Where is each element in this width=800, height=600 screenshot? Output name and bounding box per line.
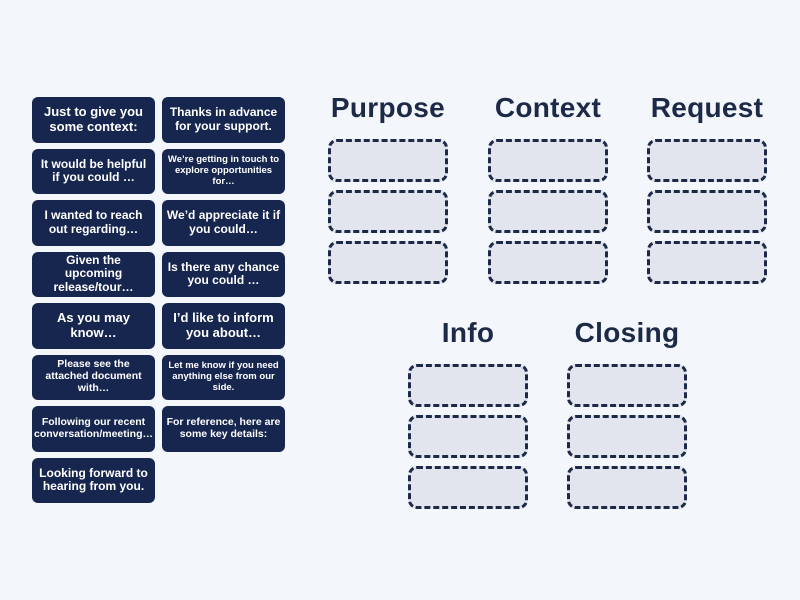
draggable-tile[interactable]: As you may know… (32, 303, 155, 349)
slot-stack (647, 139, 767, 284)
drop-slot[interactable] (647, 190, 767, 233)
group-context: Context (488, 90, 608, 284)
draggable-tile[interactable]: I wanted to reach out regarding… (32, 200, 155, 246)
draggable-tile[interactable]: Looking forward to hearing from you. (32, 457, 155, 503)
draggable-tile[interactable]: Please see the attached document with… (32, 354, 155, 400)
drop-slot[interactable] (328, 241, 448, 284)
draggable-tile[interactable]: Let me know if you need anything else fr… (162, 354, 285, 400)
draggable-tile[interactable]: We’d appreciate it if you could… (162, 200, 285, 246)
group-purpose: Purpose (328, 90, 448, 284)
group-closing: Closing (567, 315, 687, 509)
drop-slot[interactable] (488, 190, 608, 233)
draggable-tile[interactable]: We’re getting in touch to explore opport… (162, 148, 285, 194)
drop-slot[interactable] (488, 241, 608, 284)
draggable-tile[interactable]: For reference, here are some key details… (162, 406, 285, 452)
drop-slot[interactable] (408, 415, 528, 458)
draggable-tile[interactable]: Following our recent conversation/meetin… (32, 406, 155, 452)
group-request: Request (647, 90, 767, 284)
group-info: Info (408, 315, 528, 509)
drop-slot[interactable] (328, 139, 448, 182)
drop-slot[interactable] (408, 364, 528, 407)
slot-stack (408, 364, 528, 509)
drop-slot[interactable] (488, 139, 608, 182)
drop-slot[interactable] (328, 190, 448, 233)
draggable-tile[interactable]: It would be helpful if you could … (32, 148, 155, 194)
slot-stack (488, 139, 608, 284)
drop-slot[interactable] (567, 364, 687, 407)
group-title: Request (650, 92, 764, 123)
draggable-tile[interactable]: I’d like to inform you about… (162, 303, 285, 349)
drop-slot[interactable] (647, 139, 767, 182)
group-title: Closing (574, 317, 680, 348)
drop-slot[interactable] (647, 241, 767, 284)
group-title: Context (494, 92, 602, 123)
group-title: Purpose (330, 92, 446, 123)
group-title: Info (441, 317, 495, 348)
draggable-tile[interactable]: Is there any chance you could … (162, 251, 285, 297)
draggable-tile[interactable]: Given the upcoming release/tour… (32, 251, 155, 297)
slot-stack (328, 139, 448, 284)
drop-slot[interactable] (567, 466, 687, 509)
drop-slot[interactable] (567, 415, 687, 458)
drop-slot[interactable] (408, 466, 528, 509)
slot-stack (567, 364, 687, 509)
draggable-tile[interactable]: Thanks in advance for your support. (162, 97, 285, 143)
draggable-tile[interactable]: Just to give you some context: (32, 97, 155, 143)
tile-list: Just to give you some context:Thanks in … (32, 97, 285, 503)
